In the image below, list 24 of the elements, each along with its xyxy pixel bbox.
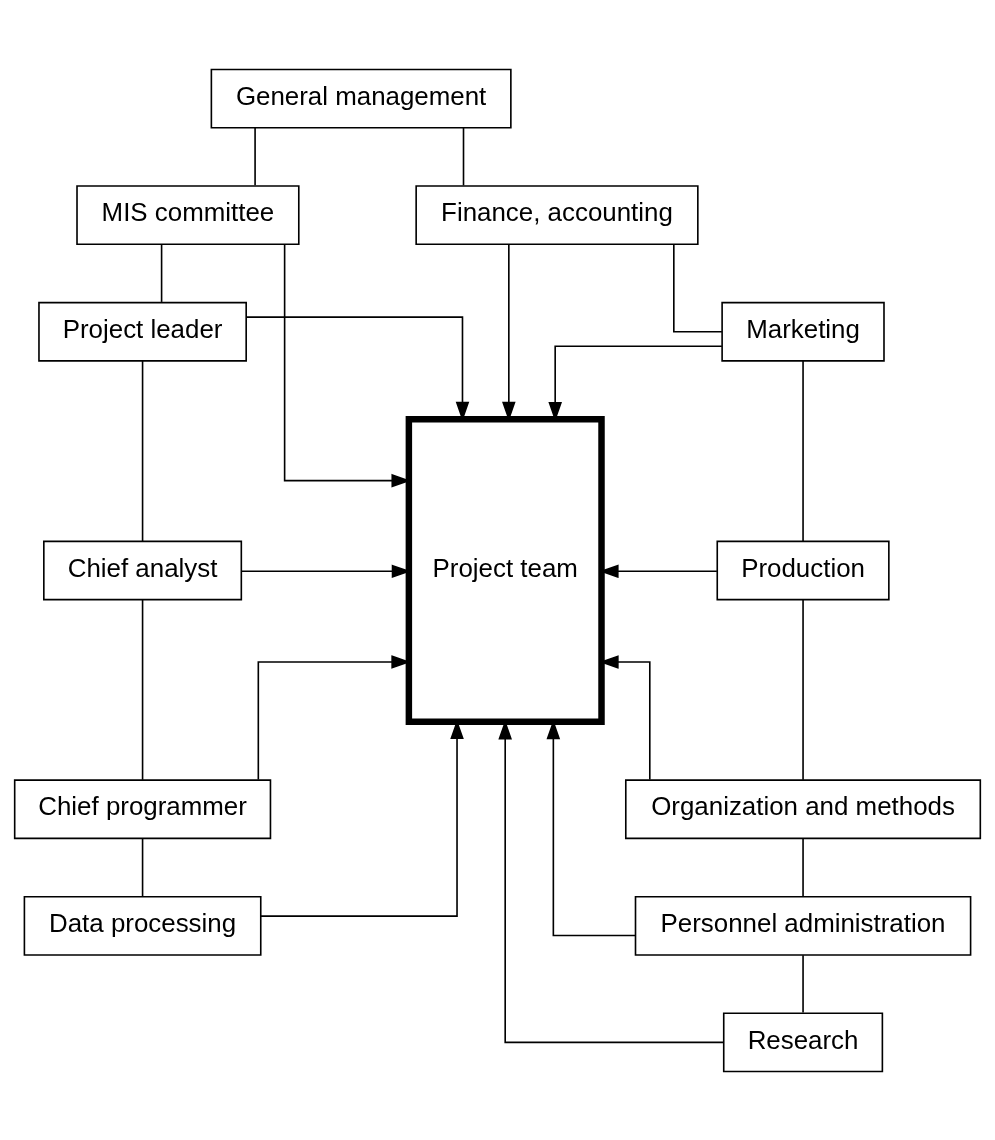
node-box: Organization and methods [625,778,982,839]
node-box: MIS committee [76,184,300,245]
connector [160,243,163,303]
node-box: Project leader [38,301,247,362]
connector [254,126,256,186]
node-box: Marketing [721,301,885,362]
node-box: Finance, accounting [415,184,699,245]
node-box: Data processing [23,895,262,956]
connector [802,598,804,781]
connector [673,243,723,333]
node-box: General management [210,68,512,129]
node-box: Chief programmer [13,778,272,839]
connector [141,837,144,897]
connector [141,598,144,781]
connector [462,126,465,186]
connector [802,837,804,897]
connector [141,359,144,542]
node-box: Personnel administration [634,895,972,956]
node-box: Production [716,540,890,600]
node-box: Project team [405,415,605,725]
connector [802,359,804,542]
node-box: Chief analyst [43,540,243,600]
connector [802,953,804,1013]
node-box: Research [722,1011,884,1072]
